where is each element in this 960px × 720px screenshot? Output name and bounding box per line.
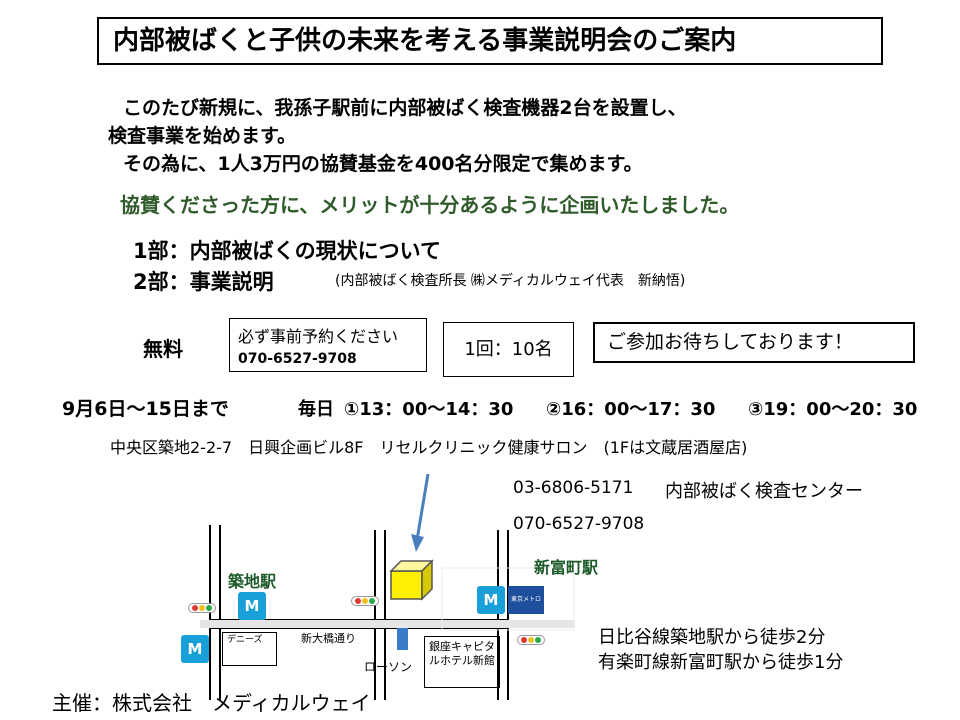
contact-phone-2: 070-6527-9708 (513, 514, 645, 534)
traffic-light-icon (188, 603, 216, 613)
part-1: 1部：内部被ばくの現状について (133, 239, 441, 263)
organizer: 主催：株式会社 メディカルウェイ (52, 691, 371, 715)
intro-line-3: その為に、1人3万円の協賛基金を400名分限定で集めます。 (123, 153, 643, 175)
part-2: 2部：事業説明 (133, 270, 274, 294)
contact-center: 内部被ばく検査センター (665, 481, 863, 502)
traffic-light-icon (517, 635, 545, 645)
station-tsukiji: 築地駅 (228, 572, 277, 591)
directions-line-2: 有楽町線新富町駅から徒歩1分 (598, 652, 844, 673)
schedule-slot-2: ②16：00～17：30 (546, 399, 716, 420)
welcome-box: ご参加お待ちしております！ (593, 322, 915, 363)
street-label: 新大橋通り (301, 632, 356, 645)
page-title: 内部被ばくと子供の未来を考える事業説明会のご案内 (97, 17, 883, 65)
schedule-slot-1: ①13：00～14：30 (344, 399, 514, 420)
metro-icon: M (181, 635, 209, 663)
schedule-dates: 9月6日～15日まで (62, 398, 229, 420)
lawson-marker (397, 628, 408, 650)
reservation-label: 必ず事前予約ください (238, 327, 399, 346)
schedule-slot-3: ③19：00～20：30 (748, 399, 918, 420)
tokyo-metro-logo: 東京メトロ (508, 586, 544, 614)
merit-highlight: 協賛くださった方に、メリットが十分あるように企画いたしました。 (120, 193, 740, 217)
directions-line-1: 日比谷線築地駅から徒歩2分 (598, 627, 826, 648)
reservation-box: 必ず事前予約ください 070-6527-9708 (229, 318, 427, 372)
hotel-label: 銀座キャピタルホテル新館 (424, 636, 500, 688)
reservation-phone: 070-6527-9708 (238, 351, 357, 367)
free-label: 無料 (143, 337, 183, 361)
metro-icon: M (477, 586, 505, 614)
building-icon (389, 559, 434, 601)
arrow-icon (411, 473, 430, 552)
intro-line-2: 検査事業を始めます。 (108, 125, 297, 147)
intro-line-1: このたび新規に、我孫子駅前に内部被ばく検査機器2台を設置し、 (123, 97, 687, 119)
part-2-note: (内部被ばく検査所長 ㈱メディカルウェイ代表 新納悟) (335, 273, 686, 289)
metro-icon: M (238, 592, 266, 620)
schedule-daily: 毎日 (298, 399, 334, 420)
contact-phone-1: 03-6806-5171 (513, 478, 634, 498)
traffic-light-icon (351, 596, 379, 606)
capacity-box: 1回：10名 (443, 322, 574, 377)
dennys-label: デニーズ (222, 632, 277, 666)
address: 中央区築地2-2-7 日興企画ビル8F リセルクリニック健康サロン (1Fは文蔵… (110, 438, 748, 457)
lawson-label: ローソン (364, 660, 413, 674)
station-shintomicho: 新富町駅 (534, 558, 599, 577)
